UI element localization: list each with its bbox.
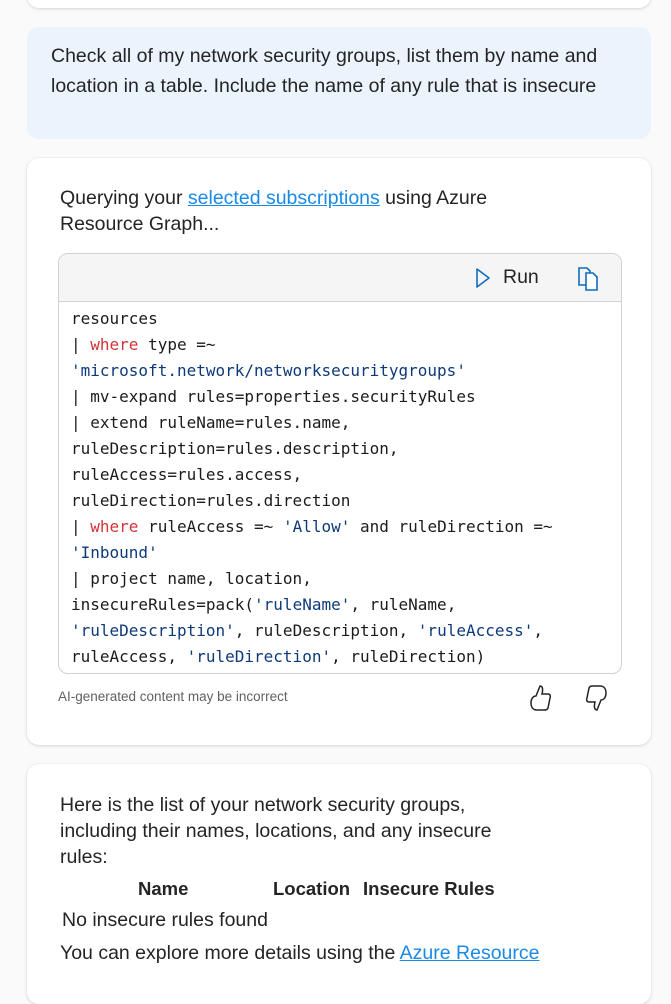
previous-message-card [27, 0, 651, 8]
code-token: | extend ruleName=rules.name, [71, 413, 351, 432]
code-line: 'Inbound' [71, 540, 609, 566]
code-token: | [71, 517, 91, 536]
code-token: | project name, location, [71, 569, 312, 588]
run-button[interactable]: Run [475, 266, 539, 289]
code-token: resources [71, 309, 158, 328]
code-keyword: where [90, 517, 139, 536]
code-string: 'ruleAccess' [417, 621, 534, 640]
thumbs-down-icon[interactable] [584, 683, 610, 713]
code-token: , ruleName, [350, 595, 457, 614]
code-line: insecureRules=pack('ruleName', ruleName, [71, 592, 609, 618]
code-line: resources [71, 306, 609, 332]
code-token: | [71, 335, 91, 354]
play-icon [476, 267, 490, 288]
code-string: 'Allow' [282, 517, 351, 536]
copy-button[interactable] [577, 266, 599, 297]
code-line: | mv-expand rules=properties.securityRul… [71, 384, 609, 410]
answer-intro: Here is the list of your network securit… [60, 794, 492, 868]
code-string: 'ruleName' [254, 595, 351, 614]
code-block: Run resources | where type =~ 'microsoft.n… [58, 253, 622, 674]
code-text: resources | where type =~ 'microsoft.netwo… [59, 302, 621, 673]
code-token: ruleDirection=rules.direction [71, 491, 351, 510]
column-header-location: Location [273, 878, 351, 899]
empty-table-row: No insecure rules found [62, 909, 268, 931]
intro-text: Querying your [60, 187, 188, 209]
code-string: 'ruleDirection' [186, 647, 332, 666]
column-header-name: Name [138, 878, 189, 899]
azure-resource-graph-link[interactable]: Azure Resource [399, 942, 540, 964]
code-token: and ruleDirection =~ [350, 517, 553, 536]
copy-icon [578, 267, 598, 291]
assistant-answer-card: Here is the list of your network securit… [27, 764, 651, 1004]
code-token: | mv-expand rules=properties.securityRul… [71, 387, 476, 406]
code-token: ruleAccess, [71, 647, 187, 666]
intro-text-end: using Azure Resource Graph... [60, 187, 488, 235]
selected-subscriptions-link[interactable]: selected subscriptions [187, 187, 380, 209]
code-token: ruleDescription=rules.description, [71, 439, 399, 458]
column-header-insecure-rules: Insecure Rules [363, 878, 495, 899]
code-token: , [533, 621, 544, 640]
code-line: ruleAccess=rules.access, [71, 462, 609, 488]
code-string: 'ruleDescription' [71, 621, 235, 640]
code-token: , ruleDirection) [331, 647, 486, 666]
code-line: | where ruleAccess =~ 'Allow' and ruleDi… [71, 514, 609, 540]
code-token: , ruleDescription, [234, 621, 418, 640]
assistant-query-card: Querying your selected subscriptions usi… [27, 158, 651, 745]
code-line: ruleDescription=rules.description, [71, 436, 609, 462]
run-label: Run [503, 266, 539, 288]
code-toolbar: Run [59, 254, 621, 302]
explore-more-text: You can explore more details using the A… [60, 942, 540, 965]
explore-text: You can explore more details using the [60, 942, 400, 964]
code-string: 'microsoft.network/networksecuritygroups… [71, 361, 466, 380]
code-line: | extend ruleName=rules.name, [71, 410, 609, 436]
ai-disclaimer: AI-generated content may be incorrect [58, 689, 288, 704]
user-message: Check all of my network security groups,… [27, 27, 651, 139]
thumbs-up-icon[interactable] [527, 683, 553, 713]
code-keyword: where [90, 335, 139, 354]
code-line: ruleAccess, 'ruleDirection', ruleDirecti… [71, 644, 609, 670]
code-line: | project name, location, [71, 566, 609, 592]
code-line: 'ruleDescription', ruleDescription, 'rul… [71, 618, 609, 644]
query-intro: Querying your selected subscriptions usi… [60, 185, 540, 237]
code-token: ruleAccess=rules.access, [71, 465, 303, 484]
code-token: type =~ [138, 335, 216, 354]
code-token: insecureRules=pack( [71, 595, 255, 614]
code-line: | where type =~ [71, 332, 609, 358]
code-line: 'microsoft.network/networksecuritygroups… [71, 358, 609, 384]
code-line: ruleDirection=rules.direction [71, 488, 609, 514]
code-string: 'Inbound' [71, 543, 158, 562]
code-token: ruleAccess =~ [138, 517, 283, 536]
